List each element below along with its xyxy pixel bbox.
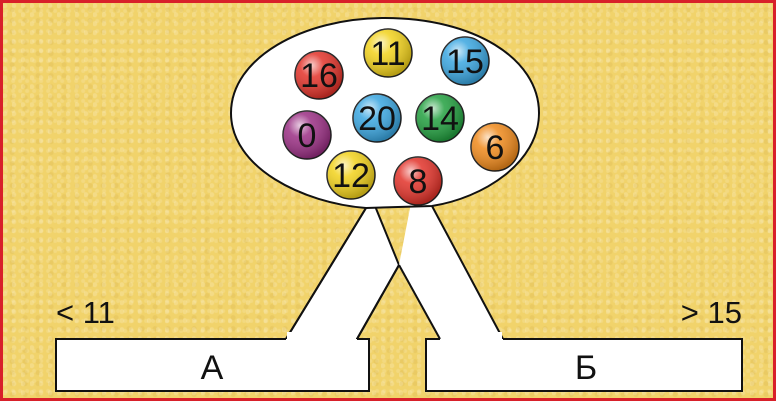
ball-20: 20	[353, 94, 401, 142]
right-condition: > 15	[681, 295, 742, 330]
svg-text:6: 6	[486, 129, 505, 167]
bin-a: А	[56, 332, 369, 391]
svg-text:11: 11	[370, 35, 405, 73]
svg-text:0: 0	[298, 117, 317, 155]
svg-text:15: 15	[446, 43, 484, 81]
svg-text:14: 14	[421, 100, 459, 138]
svg-text:12: 12	[332, 157, 370, 195]
bin-b-label: Б	[575, 349, 597, 387]
svg-text:8: 8	[409, 163, 428, 201]
sorting-diagram: А Б < 11 > 15 16 11 15	[3, 3, 776, 404]
ball-6: 6	[471, 123, 519, 171]
bin-b: Б	[426, 332, 742, 391]
ball-8: 8	[394, 157, 442, 205]
ball-12: 12	[327, 151, 375, 199]
chute-left	[286, 206, 399, 339]
ball-16: 16	[295, 51, 343, 99]
svg-text:16: 16	[300, 57, 338, 95]
left-condition: < 11	[56, 295, 115, 330]
ball-15: 15	[441, 37, 489, 85]
ball-0: 0	[283, 111, 331, 159]
ball-14: 14	[416, 94, 464, 142]
bin-a-label: А	[201, 349, 224, 387]
svg-text:20: 20	[358, 100, 396, 138]
chute-right	[399, 203, 503, 339]
ball-11: 11	[364, 29, 412, 77]
